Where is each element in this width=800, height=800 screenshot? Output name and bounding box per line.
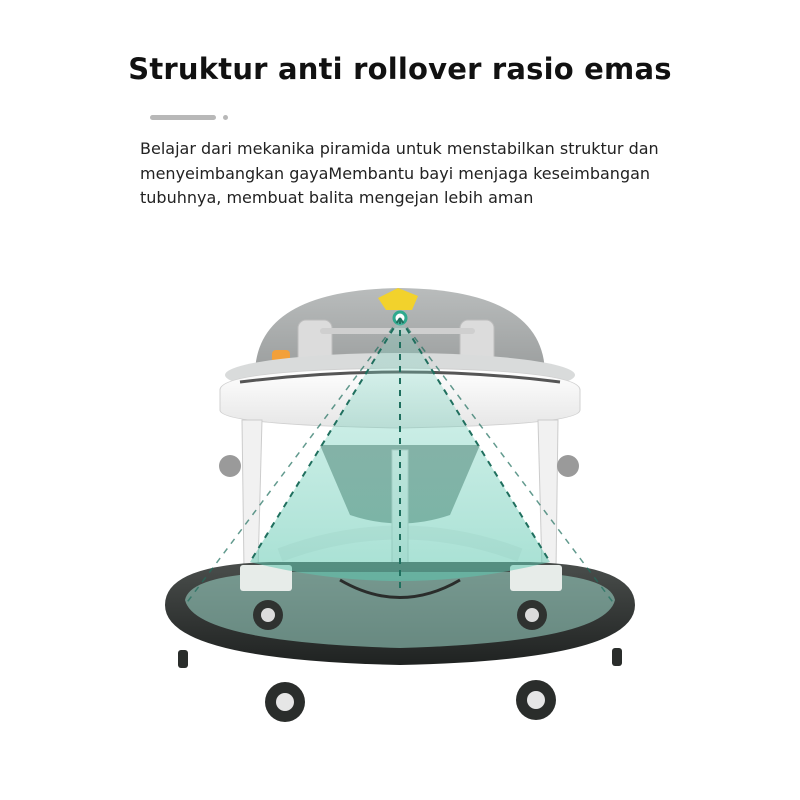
baby-walker-illustration [165, 288, 635, 722]
wheel-right-inner [517, 600, 547, 630]
base-label-left [240, 565, 292, 591]
right-hinge [557, 455, 579, 477]
base-label-right [510, 565, 562, 591]
wheel-left-inner [253, 600, 283, 630]
description-text: Belajar dari mekanika piramida untuk men… [140, 139, 659, 207]
foot-left [178, 650, 188, 668]
wheel-right-front [516, 680, 556, 720]
base-notch [339, 578, 461, 599]
foot-right [612, 648, 622, 666]
stability-pyramid [250, 318, 550, 581]
title-divider-line [150, 115, 216, 120]
base-glass [185, 572, 615, 648]
yellow-toy-plane [378, 288, 418, 310]
page-title: Struktur anti rollover rasio emas [128, 52, 672, 86]
title-divider-dot [223, 115, 228, 120]
wheel-left-front [265, 682, 305, 722]
left-hinge [219, 455, 241, 477]
